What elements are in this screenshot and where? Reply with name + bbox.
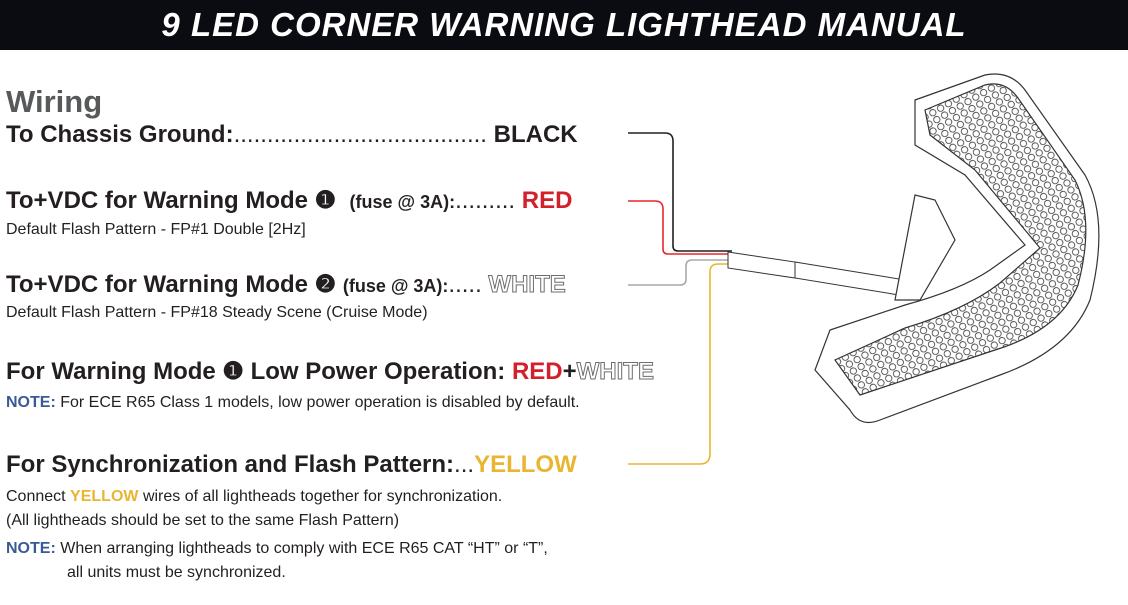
page-title: 9 LED CORNER WARNING LIGHTHEAD MANUAL bbox=[161, 6, 967, 43]
yellow-label: YELLOW bbox=[474, 451, 577, 478]
sync-line: For Synchronization and Flash Pattern:..… bbox=[6, 451, 577, 479]
mode1-sub: Default Flash Pattern - FP#1 Double [2Hz… bbox=[6, 221, 306, 238]
fuse-label: (fuse @ 3A): bbox=[342, 276, 449, 296]
yellow-word: YELLOW bbox=[70, 488, 139, 505]
note-label: NOTE: bbox=[6, 394, 56, 411]
cable bbox=[727, 251, 906, 297]
mode2-line: To+VDC for Warning Mode ❷ (fuse @ 3A):..… bbox=[6, 270, 566, 299]
sync-note: NOTE: When arranging lightheads to compl… bbox=[6, 540, 548, 558]
red-label: RED bbox=[511, 358, 563, 385]
lighthead-body bbox=[814, 73, 1100, 423]
note-text: For ECE R65 Class 1 models, low power op… bbox=[60, 394, 580, 411]
mode2-label: To+VDC for Warning Mode ❷ bbox=[6, 271, 337, 298]
mode2-sub: Default Flash Pattern - FP#18 Steady Sce… bbox=[6, 304, 428, 321]
note-text: When arranging lightheads to comply with… bbox=[60, 540, 548, 557]
lowpower-line: For Warning Mode ❶ Low Power Operation: … bbox=[6, 357, 654, 386]
note-label: NOTE: bbox=[6, 540, 56, 557]
ground-label: To Chassis Ground: bbox=[6, 121, 234, 148]
lowpower-note: NOTE: For ECE R65 Class 1 models, low po… bbox=[6, 394, 580, 412]
sync-note-2: all units must be synchronized. bbox=[67, 564, 286, 581]
sync-text-2: (All lightheads should be set to the sam… bbox=[6, 512, 400, 529]
white-label: WHITE bbox=[488, 271, 566, 299]
mode1-label: To+VDC for Warning Mode ❶ bbox=[6, 187, 337, 214]
white-label: WHITE bbox=[576, 358, 654, 386]
fuse-label: (fuse @ 3A): bbox=[349, 192, 456, 212]
yellow-wire bbox=[628, 263, 728, 465]
sync-label: For Synchronization and Flash Pattern: bbox=[6, 451, 455, 478]
dots: ... bbox=[454, 451, 475, 478]
text: Connect bbox=[6, 488, 66, 505]
dots: ......... bbox=[455, 187, 516, 214]
red-wire bbox=[628, 200, 732, 255]
plus: + bbox=[562, 358, 577, 385]
title-bar: 9 LED CORNER WARNING LIGHTHEAD MANUAL bbox=[0, 0, 1128, 50]
dots: ..... bbox=[448, 271, 482, 298]
lowpower-label: For Warning Mode ❶ Low Power Operation: bbox=[6, 358, 506, 385]
text: wires of all lightheads together for syn… bbox=[142, 488, 503, 505]
black-label: BLACK bbox=[493, 121, 578, 148]
mode1-line: To+VDC for Warning Mode ❶ (fuse @ 3A):..… bbox=[6, 186, 572, 215]
ground-line: To Chassis Ground:......................… bbox=[6, 121, 578, 149]
black-wire bbox=[628, 132, 732, 252]
section-heading: Wiring bbox=[6, 84, 103, 119]
dots: ...................................... bbox=[233, 121, 487, 148]
white-wire bbox=[628, 259, 728, 286]
red-label: RED bbox=[521, 187, 573, 214]
sync-text-1: Connect YELLOW wires of all lightheads t… bbox=[6, 488, 502, 506]
